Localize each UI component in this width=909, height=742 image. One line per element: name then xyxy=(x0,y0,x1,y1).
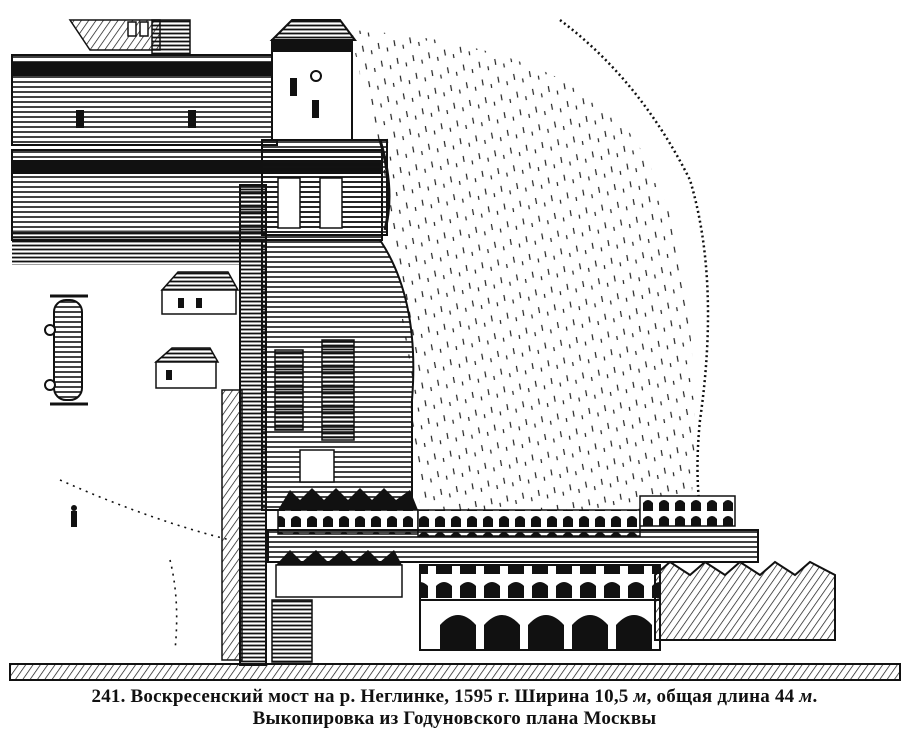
unit-label: м xyxy=(799,686,813,707)
engraving-illustration xyxy=(9,19,901,681)
kutafya-tower xyxy=(261,19,391,236)
house-upper xyxy=(160,271,240,315)
caption-line-1: 241. Воскресенский мост на р. Неглинке, … xyxy=(0,686,909,708)
caption-text: 241. Воскресенский мост на р. Неглинке, … xyxy=(91,686,634,707)
bridge-approach xyxy=(221,184,415,666)
unit-label: м xyxy=(633,686,647,707)
voskresensky-bridge xyxy=(267,488,836,663)
figure-caption: 241. Воскресенский мост на р. Неглинке, … xyxy=(0,686,909,730)
cart-icon xyxy=(44,294,88,406)
caption-line-2: Выкопировка из Годуновского плана Москвы xyxy=(252,708,657,729)
house-lower xyxy=(154,347,220,389)
caption-text: . xyxy=(812,686,818,707)
road-path xyxy=(59,479,231,651)
pedestrian-figure xyxy=(71,505,77,527)
river-neglinka xyxy=(350,19,710,511)
caption-text: , общая длина 44 xyxy=(646,686,800,707)
ground-line xyxy=(9,663,901,681)
